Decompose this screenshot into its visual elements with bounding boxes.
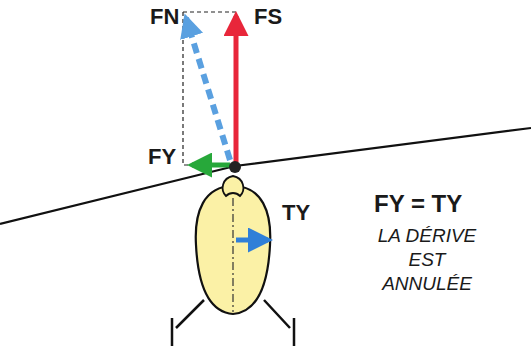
vector-label: TY [282,200,310,226]
note-label: LA DÉRIVE EST ANNULÉE [362,224,492,295]
center-line [232,198,233,312]
lateral-force-vector [192,163,230,168]
equation-label: FY = TY [374,190,462,218]
total-force-vector [186,18,230,160]
vector-label: FN [150,4,179,30]
rotor-mast [223,176,244,196]
vector-label: FY [148,144,176,170]
tail-rotor-thrust-vector [236,238,268,243]
fuselage [196,186,270,314]
rotor-hub [229,161,241,173]
lift-vector [234,16,239,162]
vector-label: FS [254,4,282,30]
construction-lines [183,12,236,165]
